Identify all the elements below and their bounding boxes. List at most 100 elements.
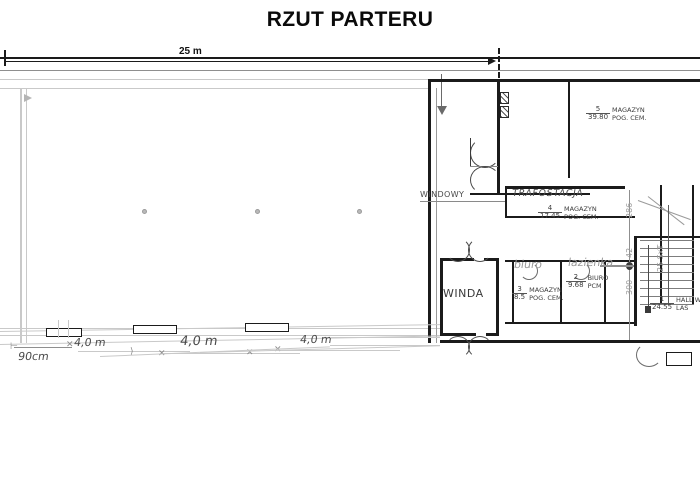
duct-shaft-upper <box>500 92 509 104</box>
left-wall-outer <box>20 88 22 343</box>
entry-arrow-head <box>437 106 447 115</box>
room-area: 8.5 <box>514 293 526 302</box>
room-number: 2 <box>566 273 586 283</box>
wall-stair-core-left <box>660 185 662 305</box>
room-number: 4 <box>538 204 563 214</box>
room-tag-1: 1 24.55 HALL W LAS <box>650 295 700 313</box>
wall-rooms-top <box>505 260 635 262</box>
door-swing-winda-top-left <box>446 238 470 262</box>
lazienka-sketch-label: lazienka <box>566 256 615 269</box>
hall-bottom-edge-2 <box>0 335 440 336</box>
wall-trafostacja-left <box>505 186 507 218</box>
dim-chain-tick: ⊢ <box>10 341 18 351</box>
room-number: 5 <box>586 105 611 115</box>
room-area: 39.80 <box>588 113 609 122</box>
wall-vestibule-bottom <box>470 193 590 195</box>
stair-tread <box>640 272 694 273</box>
door-swing-winda-bottom-right <box>468 336 492 358</box>
vertical-dim-crossbar <box>600 265 634 267</box>
dim-label-4m-2: 4,0 m <box>178 334 219 349</box>
room-area: 17.45 <box>540 212 561 221</box>
envelope-top <box>0 70 700 71</box>
stair-tread <box>640 240 694 241</box>
trafostacja-label: TRAFOSTACJA <box>511 188 585 199</box>
wall-hall-top <box>634 236 700 238</box>
door-swing-vestibule-2 <box>470 166 500 194</box>
dimension-tick-left <box>4 50 6 66</box>
bottom-right-fragment <box>666 352 692 366</box>
left-wall-arrow <box>24 94 32 102</box>
biuro-sketch-label: biuro <box>512 258 544 271</box>
wall-room3-right <box>560 262 562 324</box>
room-tag-5: 5 39.80 MAGAZYN POG. CEM. <box>586 105 647 123</box>
room-area: 24.55 <box>652 303 673 312</box>
door-leaf-vestibule <box>470 138 471 166</box>
room-number: 1 <box>650 295 675 305</box>
dim-chain-segment-line <box>270 350 400 351</box>
room-name-line1: MAGAZYN <box>529 286 562 294</box>
door-swing-room2 <box>572 262 590 280</box>
windowy-label: WINDOWY <box>420 190 465 199</box>
dim-label-90cm: 90cm <box>16 350 50 363</box>
room-name-line1: BIURO <box>587 274 609 282</box>
stair-tread <box>640 256 694 257</box>
door-swing-vestibule <box>470 138 500 168</box>
stair-fan-line <box>647 196 685 226</box>
winda-wall-bottom-2 <box>486 333 499 336</box>
stair-center-stringer <box>668 205 669 305</box>
column-marker <box>142 209 147 214</box>
central-spine-wall-inner <box>436 88 437 343</box>
page-title: RZUT PARTERU <box>266 8 434 31</box>
room-name-line1: HALL W <box>676 296 700 304</box>
vertical-dim-42: 42 <box>625 247 634 258</box>
room-tag-4: 4 17.45 MAGAZYN POG. CEM. <box>538 204 599 222</box>
door-swing-winda-top-right <box>468 238 492 262</box>
stair-tread <box>640 288 694 289</box>
dim-chain-segment-line <box>160 353 300 354</box>
dimension-arrow-right <box>488 57 496 65</box>
bottom-wall-tick <box>58 320 59 338</box>
winda-wall-left <box>440 258 443 336</box>
stair-tread <box>640 304 694 305</box>
bottom-wall-stub <box>133 325 177 334</box>
stair-tread <box>640 248 694 249</box>
room-tag-2: 2 9.68 BIURO PCM <box>566 273 609 291</box>
entry-arrow-stem <box>441 74 442 108</box>
winda-wall-bottom <box>440 333 476 336</box>
room-number: 3 <box>512 285 528 295</box>
central-spine-wall <box>428 79 431 343</box>
dimension-label-25m: 25 m <box>176 46 205 57</box>
stair-count-label: 25 SxT <box>656 244 665 272</box>
staircase <box>640 236 694 316</box>
dim-chain-tick: ✕ <box>246 347 254 357</box>
winda-wall-top-2 <box>484 258 499 261</box>
door-swing-bottom-right <box>636 343 662 367</box>
winda-wall-right <box>496 258 499 336</box>
room-tag-3: 3 8.5 MAGAZYN POG. CEM. <box>512 285 564 303</box>
column-marker <box>255 209 260 214</box>
duct-shaft-lower <box>500 106 509 118</box>
dim-chain-segment-line <box>78 351 190 352</box>
room-area: 9.68 <box>568 281 584 290</box>
stair-flight-marker <box>648 245 649 310</box>
bottom-wall-tick <box>68 320 69 338</box>
dim-chain-tick: ⟩ <box>130 346 134 356</box>
right-block-bottom-wall <box>440 340 700 343</box>
wall-hall-left <box>634 236 637 326</box>
dim-label-4m-1: 4,0 m <box>72 336 107 349</box>
vertical-dim-286: 286 <box>625 202 634 218</box>
room-name-line1: MAGAZYN <box>564 205 597 213</box>
taper-wall-top <box>330 337 440 338</box>
room-name-line2: LAS <box>676 304 689 313</box>
left-wall-cap <box>0 88 430 89</box>
stair-tread <box>640 264 694 265</box>
wall-stair-core-right <box>692 185 694 305</box>
bottom-wall-stub <box>46 328 82 337</box>
envelope-top-inner <box>0 79 430 80</box>
room-name-line2: POG. CEM. <box>612 114 647 123</box>
stair-direction-dot <box>645 306 651 313</box>
wall-trafostacja-top <box>505 186 625 189</box>
room-name-line2: PCM <box>587 282 602 291</box>
stair-tread <box>640 280 694 281</box>
dimension-terminator-dashed <box>498 48 500 78</box>
